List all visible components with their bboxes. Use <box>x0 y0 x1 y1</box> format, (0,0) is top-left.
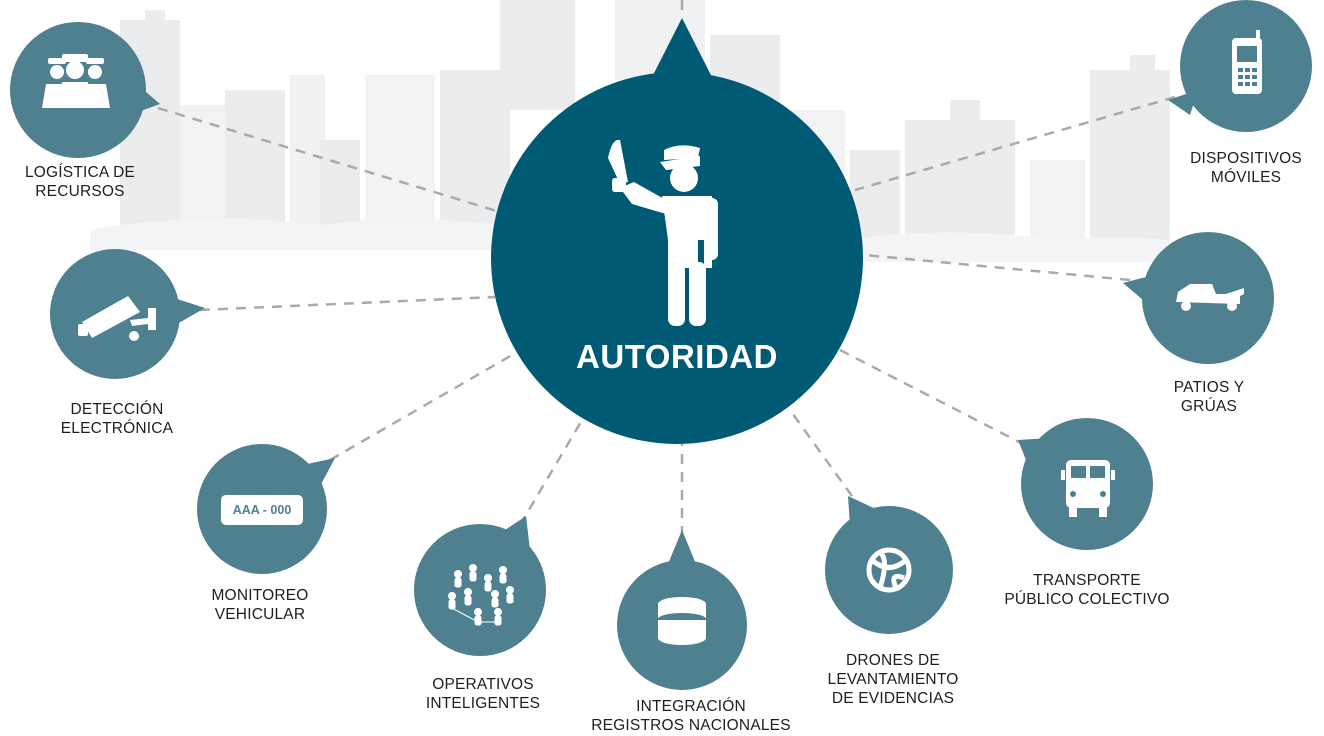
mobile-phone-icon <box>1232 30 1262 94</box>
connector-deteccion <box>199 295 496 312</box>
label-dispositivos-line-1: DISPOSITIVOS <box>1190 150 1302 167</box>
tow-truck-icon <box>1176 284 1244 311</box>
globe-icon <box>866 547 912 593</box>
label-logistica-line-2: RECURSOS <box>35 183 125 200</box>
traffic-officer-icon <box>608 139 718 326</box>
central-node <box>491 18 863 444</box>
label-drones-line-2: LEVANTAMIENTO <box>827 671 959 688</box>
label-drones-line-1: DRONES DE <box>846 652 940 669</box>
connector-logistica <box>157 106 501 214</box>
connector-dispositivos <box>854 95 1176 192</box>
city-skyline-background <box>90 0 1200 262</box>
label-deteccion-line-2: ELECTRÓNICA <box>60 420 174 437</box>
license-plate-icon <box>221 495 303 525</box>
label-logistica: LOGÍSTICA DE RECURSOS <box>25 163 135 201</box>
bus-icon <box>1061 460 1115 517</box>
node-deteccion <box>50 249 205 379</box>
label-deteccion-line-1: DETECCIÓN <box>70 401 164 418</box>
label-operativos-line-1: OPERATIVOS <box>432 676 534 693</box>
label-drones: DRONES DE LEVANTAMIENTO DE EVIDENCIAS <box>828 651 959 708</box>
people-network-icon <box>448 564 514 626</box>
node-patios <box>1123 232 1274 364</box>
label-monitoreo-line-2: VEHICULAR <box>214 606 306 623</box>
label-monitoreo-line-1: MONITOREO <box>211 587 309 604</box>
label-patios: PATIOS Y GRÚAS <box>1174 378 1245 416</box>
connector-drones <box>788 409 854 497</box>
label-integracion: INTEGRACIÓN REGISTROS NACIONALES <box>591 697 791 735</box>
database-icon <box>658 597 706 645</box>
connector-lines <box>157 0 1176 536</box>
central-label: AUTORIDAD <box>576 338 778 375</box>
label-patios-line-1: PATIOS Y <box>1173 379 1245 396</box>
license-plate-text: AAA - 000 <box>232 503 292 517</box>
connector-transporte <box>839 348 1026 447</box>
connector-monitoreo <box>329 353 513 462</box>
label-logistica-line-1: LOGÍSTICA DE <box>24 164 136 181</box>
node-operativos <box>414 516 546 656</box>
connector-patios <box>864 253 1131 282</box>
security-camera-icon <box>78 296 156 341</box>
label-patios-line-2: GRÚAS <box>1180 398 1238 415</box>
label-integracion-line-2: REGISTROS NACIONALES <box>591 717 791 734</box>
label-operativos-line-2: INTELIGENTES <box>425 695 541 712</box>
label-monitoreo: MONITOREO VEHICULAR <box>211 586 308 624</box>
label-dispositivos: DISPOSITIVOS MÓVILES <box>1190 149 1302 187</box>
node-integracion <box>617 530 747 690</box>
connector-operativos <box>518 409 590 526</box>
label-transporte-line-1: TRANSPORTE <box>1033 572 1141 589</box>
node-transporte <box>1018 418 1153 550</box>
officers-group-icon <box>42 54 110 108</box>
node-monitoreo <box>197 444 335 574</box>
label-transporte-line-2: PÚBLICO COLECTIVO <box>1004 591 1170 608</box>
label-integracion-line-1: INTEGRACIÓN <box>636 698 746 715</box>
node-drones <box>825 496 953 634</box>
label-drones-line-3: DE EVIDENCIAS <box>831 690 955 707</box>
node-logistica <box>10 22 160 158</box>
node-dispositivos <box>1168 0 1312 132</box>
label-dispositivos-line-2: MÓVILES <box>1210 169 1282 186</box>
label-operativos: OPERATIVOS INTELIGENTES <box>426 675 540 713</box>
label-deteccion: DETECCIÓN ELECTRÓNICA <box>61 400 173 438</box>
label-transporte: TRANSPORTE PÚBLICO COLECTIVO <box>1004 571 1169 609</box>
